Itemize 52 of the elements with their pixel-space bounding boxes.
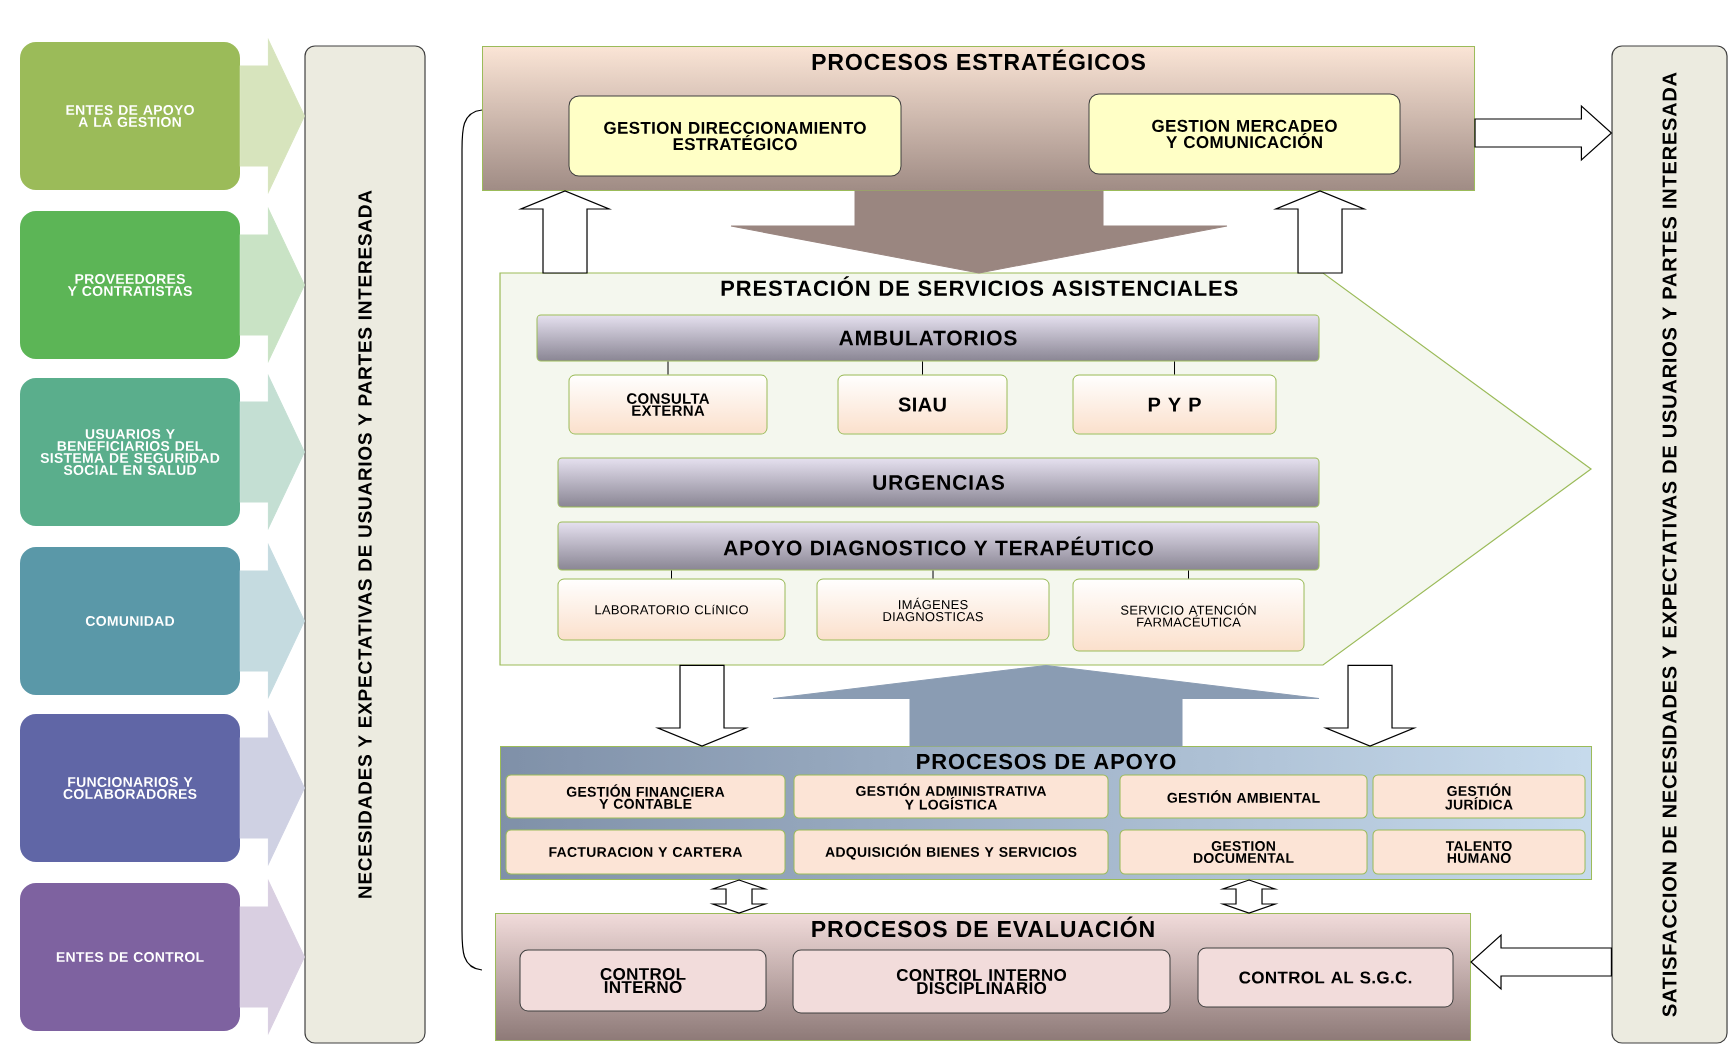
chevron-arrow	[239, 544, 305, 698]
category-bar: URGENCIAS	[557, 457, 1320, 508]
process-box: GESTION DIRECCIONAMIENTO ESTRATÉGICO	[568, 95, 902, 177]
vertical-band: SATISFACCION DE NECESIDADES Y EXPECTATIVAS DE USUARIOS Y PARTES INTERESADA	[1611, 45, 1728, 1044]
process-box: GESTIÓN ADMINISTRATIVA Y LOGÍSTICA	[793, 774, 1109, 819]
hollow-arrow	[1470, 933, 1612, 991]
process-box: GESTIÓN FINANCIERA Y CONTABLE	[505, 774, 786, 819]
chevron-arrow	[239, 711, 305, 865]
service-box: LABORATORIO CLíNICO	[557, 578, 786, 641]
stakeholder-box: USUARIOS Y BENEFICIARIOS DEL SISTEMA DE SEGURIDAD SOCIAL EN SALUD	[20, 378, 240, 526]
process-box: CONTROL INTERNO DISCIPLINARIO	[792, 949, 1171, 1014]
connector-line	[671, 570, 672, 579]
process-box: GESTION MERCADEO Y COMUNICACIÓN	[1088, 93, 1401, 175]
process-box: CONTROL INTERNO	[519, 949, 767, 1012]
stakeholder-box: ENTES DE CONTROL	[20, 883, 240, 1031]
stakeholder-box: COMUNIDAD	[20, 547, 240, 695]
connector-line	[932, 570, 934, 579]
service-box: SIAU	[837, 374, 1008, 435]
connector-line	[1174, 361, 1175, 375]
category-bar: APOYO DIAGNOSTICO Y TERAPÉUTICO	[557, 521, 1320, 571]
hollow-arrow	[1272, 190, 1368, 274]
block-arrow	[730, 190, 1228, 274]
double-arrow	[1219, 879, 1279, 914]
double-arrow	[709, 879, 769, 914]
stakeholder-box: PROVEEDORES Y CONTRATISTAS	[20, 211, 240, 359]
hollow-arrow	[1474, 104, 1613, 162]
process-box: GESTION DOCUMENTAL	[1119, 829, 1368, 875]
chevron-arrow	[239, 880, 305, 1034]
process-box: TALENTO HUMANO	[1372, 829, 1586, 875]
service-box: IMÁGENES DIAGNOSTICAS	[816, 578, 1050, 641]
chevron-arrow	[239, 39, 305, 193]
stakeholder-box: FUNCIONARIOS Y COLABORADORES	[20, 714, 240, 862]
service-box: P Y P	[1072, 374, 1277, 435]
service-box: CONSULTA EXTERNA	[568, 374, 768, 435]
hollow-arrow	[654, 664, 750, 747]
process-box: GESTIÓN AMBIENTAL	[1119, 774, 1368, 819]
service-box: SERVICIO ATENCIÓN FARMACÉUTICA	[1072, 578, 1305, 652]
hollow-arrow	[517, 190, 613, 274]
process-box: CONTROL AL S.G.C.	[1197, 947, 1454, 1008]
process-box: FACTURACION Y CARTERA	[505, 829, 786, 875]
chevron-arrow	[239, 375, 305, 529]
process-box: GESTIÓN JURÍDICA	[1372, 774, 1586, 819]
chevron-arrow	[239, 208, 305, 362]
category-bar: AMBULATORIOS	[536, 314, 1320, 362]
block-arrow	[772, 664, 1320, 747]
hollow-arrow	[1322, 664, 1418, 747]
vertical-band: NECESIDADES Y EXPECTATIVAS DE USUARIOS Y PARTES INTERESADA	[304, 45, 426, 1044]
stakeholder-box: ENTES DE APOYO A LA GESTION	[20, 42, 240, 190]
connector-line	[1188, 570, 1189, 579]
connector-line	[922, 361, 923, 375]
connector-line	[667, 361, 669, 375]
process-box: ADQUISICIÓN BIENES Y SERVICIOS	[793, 829, 1109, 875]
